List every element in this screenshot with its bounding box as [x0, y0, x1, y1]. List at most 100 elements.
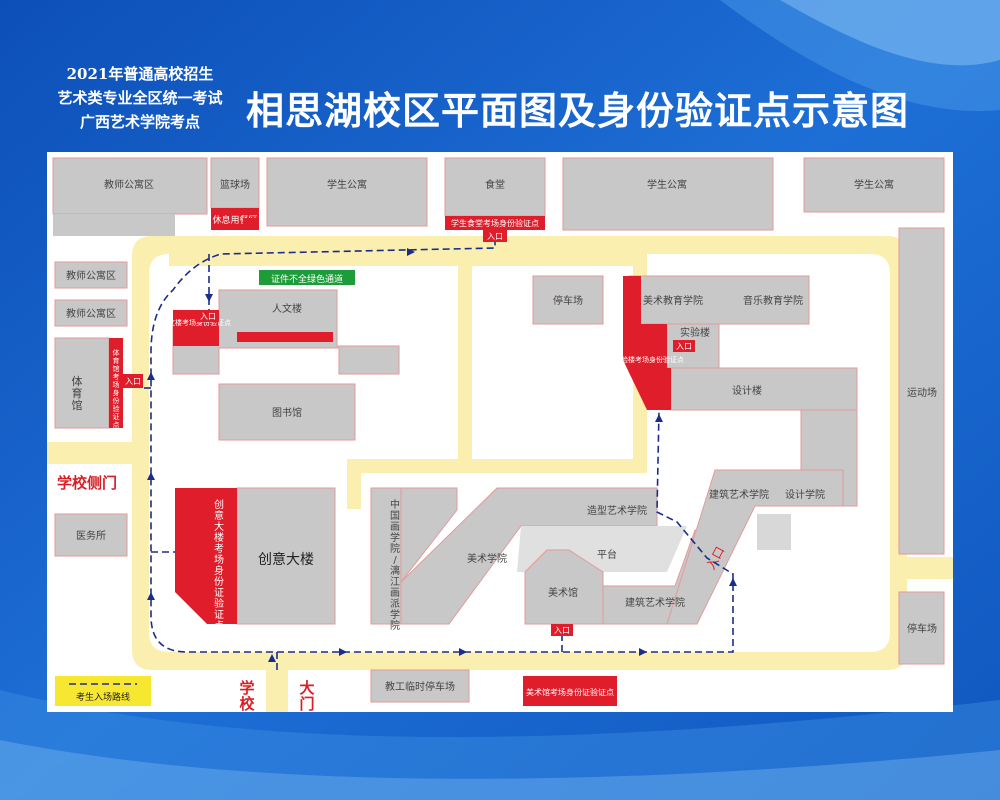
label-fine-arts: 美术学院	[467, 552, 507, 565]
entrance-label-lab: 入口	[676, 342, 692, 351]
label-sports-field: 运动场	[907, 386, 937, 399]
entrance-tag-renwen	[197, 310, 219, 322]
building-architecture-2	[666, 469, 844, 625]
building-gym	[54, 337, 110, 429]
building-staff-parking	[370, 669, 470, 703]
route-arrows	[147, 248, 737, 662]
label-clinic: 医务所	[76, 529, 106, 542]
label-teacher-apt-2: 教师公寓区	[66, 269, 116, 282]
building-fine-arts	[400, 487, 458, 584]
road-main-gate	[266, 670, 288, 712]
label-museum: 美术馆	[548, 586, 578, 599]
entrance-tag-rest	[243, 218, 259, 228]
building-student-apt-2	[562, 157, 774, 231]
entrance-tag-gym	[123, 374, 143, 388]
label-library: 图书馆	[272, 406, 302, 419]
building-creative	[236, 487, 336, 625]
exam-info-line-3: 广西艺术学院考点	[79, 113, 200, 131]
entrance-label-canteen: 入口	[487, 232, 503, 241]
label-canteen: 食堂	[485, 178, 505, 191]
road-network	[47, 236, 953, 712]
road-upper-band	[169, 254, 639, 266]
building-clinic	[54, 513, 128, 557]
building-student-apt-3	[803, 157, 945, 213]
label-creative: 创意大楼	[258, 551, 314, 568]
label-parking-2: 停车场	[907, 622, 937, 635]
main-gate-left: 学校	[239, 679, 255, 712]
building-parking-1	[532, 275, 604, 325]
building-parking-2	[898, 591, 945, 665]
building-sports-field	[898, 227, 945, 555]
exam-info: 2021年普通高校招生 艺术类专业全区统一考试 广西艺术学院考点	[40, 62, 240, 134]
entrance-label-museum: 入口	[554, 626, 570, 635]
gates: 学校侧门 学校 大门	[57, 474, 315, 712]
legend: 考生入场路线	[55, 676, 151, 706]
legend-box	[55, 676, 151, 706]
entrance-tag-canteen	[483, 230, 507, 242]
entrance-label-renwen: 入口	[200, 312, 216, 321]
building-labels: 教师公寓区 篮球场 学生公寓 食堂 学生公寓 学生公寓 教师公寓区 教师公寓区 …	[66, 178, 937, 693]
label-teacher-apt-top: 教师公寓区	[104, 178, 154, 191]
side-gate-label: 学校侧门	[57, 474, 117, 492]
label-green-channel: 证件不全绿色通道	[271, 273, 343, 285]
checkpoints: 休息用餐区 学生食堂考场身份验证点 人文楼考场身份验证点 体育馆考场身份验证点 …	[109, 208, 684, 706]
building-art-music-edu	[628, 275, 810, 325]
buildings	[52, 157, 945, 703]
page-title: 相思湖校区平面图及身份验证点示意图	[246, 88, 910, 133]
building-annex	[757, 514, 791, 550]
label-student-apt-3: 学生公寓	[854, 178, 894, 191]
checkpoint-lab	[623, 276, 671, 410]
green-channel	[259, 270, 355, 285]
label-chinese-painting: 中国画学院/漓江画派学院	[390, 498, 400, 632]
label-plastic-arts: 造型艺术学院	[587, 504, 647, 517]
label-teacher-apt-3: 教师公寓区	[66, 307, 116, 320]
building-student-apt-1	[266, 157, 428, 227]
checkpoint-museum	[523, 676, 617, 706]
label-gym: 体育馆	[72, 374, 83, 412]
entrance-tag-lab	[673, 340, 695, 352]
renwen-red-bar	[237, 332, 333, 342]
label-architecture-1: 建筑艺术学院	[625, 596, 685, 609]
road-right-link	[890, 557, 953, 579]
road-left-link	[47, 442, 149, 464]
road-center-vertical	[458, 254, 472, 459]
route-right	[277, 409, 734, 653]
label-lab: 实验楼	[680, 326, 710, 339]
label-art-edu: 美术教育学院	[643, 294, 703, 307]
label-renwen: 人文楼	[272, 302, 302, 315]
building-design	[670, 367, 858, 411]
road-creative-vertical	[347, 459, 361, 509]
label-music-edu: 音乐教育学院	[743, 294, 803, 307]
label-renwen-check-1: 人文楼考场身份验证点	[161, 318, 231, 327]
building-teacher-apt-top	[52, 157, 208, 215]
label-design-bldg: 设计楼	[732, 384, 762, 397]
entrance-label-gym: 入口	[125, 377, 141, 386]
checkpoint-gym	[109, 338, 123, 428]
building-teacher-apt-3	[54, 299, 128, 327]
building-canteen	[444, 157, 546, 217]
label-student-apt-2: 学生公寓	[647, 178, 687, 191]
main-gate-right: 大门	[299, 679, 314, 712]
label-canteen-check: 学生食堂考场身份验证点	[451, 218, 539, 228]
entrance-tag-museum	[551, 624, 573, 636]
label-museum-check: 美术馆考场身份证验证点	[526, 687, 614, 697]
label-staff-parking: 教工临时停车场	[385, 680, 455, 693]
label-basketball: 篮球场	[220, 178, 250, 191]
label-gym-check: 体育馆考场身份验证点	[113, 348, 120, 429]
road-center-horizontal	[347, 459, 647, 473]
label-architecture-2: 建筑艺术学院	[709, 488, 769, 501]
campus-map: 教师公寓区 篮球场 学生公寓 食堂 学生公寓 学生公寓 教师公寓区 教师公寓区 …	[47, 152, 953, 712]
label-design-college: 设计学院	[785, 488, 825, 501]
label-parking-1: 停车场	[553, 294, 583, 307]
exam-info-line-1: 2021年普通高校招生	[66, 65, 214, 83]
building-museum	[524, 549, 604, 625]
label-lab-check: 实验楼考场身份验证点	[614, 355, 684, 364]
building-basketball	[210, 157, 260, 209]
building-teacher-apt-2	[54, 261, 128, 289]
checkpoint-canteen	[445, 216, 545, 230]
label-creative-check: 创意大楼考场身份证验证点	[214, 498, 224, 632]
label-student-apt-1: 学生公寓	[327, 178, 367, 191]
exam-info-line-2: 艺术类专业全区统一考试	[57, 89, 223, 107]
checkpoint-creative	[175, 488, 237, 624]
label-platform: 平台	[597, 548, 617, 561]
